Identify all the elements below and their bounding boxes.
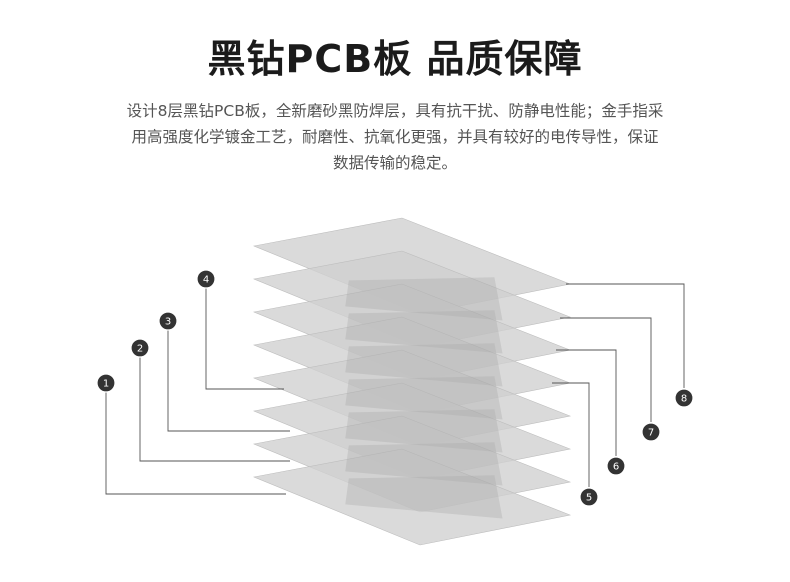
- badge-label: 2: [137, 344, 143, 355]
- description-line: 数据传输的稳定。: [332, 154, 457, 172]
- badge-label: 4: [203, 275, 209, 286]
- layer-number-badge: 1: [96, 373, 116, 393]
- badge-label: 3: [165, 317, 171, 328]
- badge-circle: [130, 338, 150, 358]
- badge-circle: [96, 373, 116, 393]
- layer-overlap: [345, 376, 503, 420]
- layer-number-badge: 6: [606, 456, 626, 476]
- badge-circle: [606, 456, 626, 476]
- layer-number-badge: 8: [674, 388, 694, 408]
- badge-label: 6: [613, 462, 619, 473]
- pcb-layer: [252, 448, 572, 546]
- badge-label: 5: [586, 493, 592, 504]
- layer-number-badge: 2: [130, 338, 150, 358]
- badge-circle: [674, 388, 694, 408]
- page-title: 黑钻PCB板 品质保障: [207, 37, 583, 81]
- badge-circle: [196, 269, 216, 289]
- badge-circle: [579, 487, 599, 507]
- layer-overlap: [345, 277, 503, 321]
- pcb-layers: [252, 217, 572, 546]
- layer-callouts: 1 2 3 4 5 6 7 8: [96, 269, 694, 507]
- layer-overlap: [345, 310, 503, 354]
- layer-overlap: [345, 409, 503, 453]
- callout-line: [556, 349, 617, 456]
- layer-number-badge: 5: [579, 487, 599, 507]
- badge-label: 8: [681, 394, 687, 405]
- layer-overlap: [345, 442, 503, 486]
- callout-line: [560, 317, 652, 422]
- callout-line: [105, 392, 286, 495]
- layer-number-badge: 7: [641, 422, 661, 442]
- description-line: 用高强度化学镀金工艺，耐磨性、抗氧化更强，并具有较好的电传导性，保证: [131, 128, 659, 146]
- callout-line: [566, 283, 685, 388]
- badge-label: 7: [648, 428, 654, 439]
- layer-number-badge: 3: [158, 311, 178, 331]
- badge-circle: [158, 311, 178, 331]
- description-line: 设计8层黑钻PCB板，全新磨砂黑防焊层，具有抗干扰、防静电性能；金手指采: [126, 102, 664, 120]
- callout-line: [139, 357, 290, 462]
- feature-description: 设计8层黑钻PCB板，全新磨砂黑防焊层，具有抗干扰、防静电性能；金手指采 用高强…: [70, 98, 720, 176]
- layer-overlap: [345, 475, 503, 519]
- callout-line: [205, 288, 284, 390]
- badge-circle: [641, 422, 661, 442]
- layer-overlap: [345, 343, 503, 387]
- callout-line: [167, 330, 290, 432]
- callout-line: [552, 382, 590, 487]
- layer-number-badge: 4: [196, 269, 216, 289]
- badge-label: 1: [103, 379, 109, 390]
